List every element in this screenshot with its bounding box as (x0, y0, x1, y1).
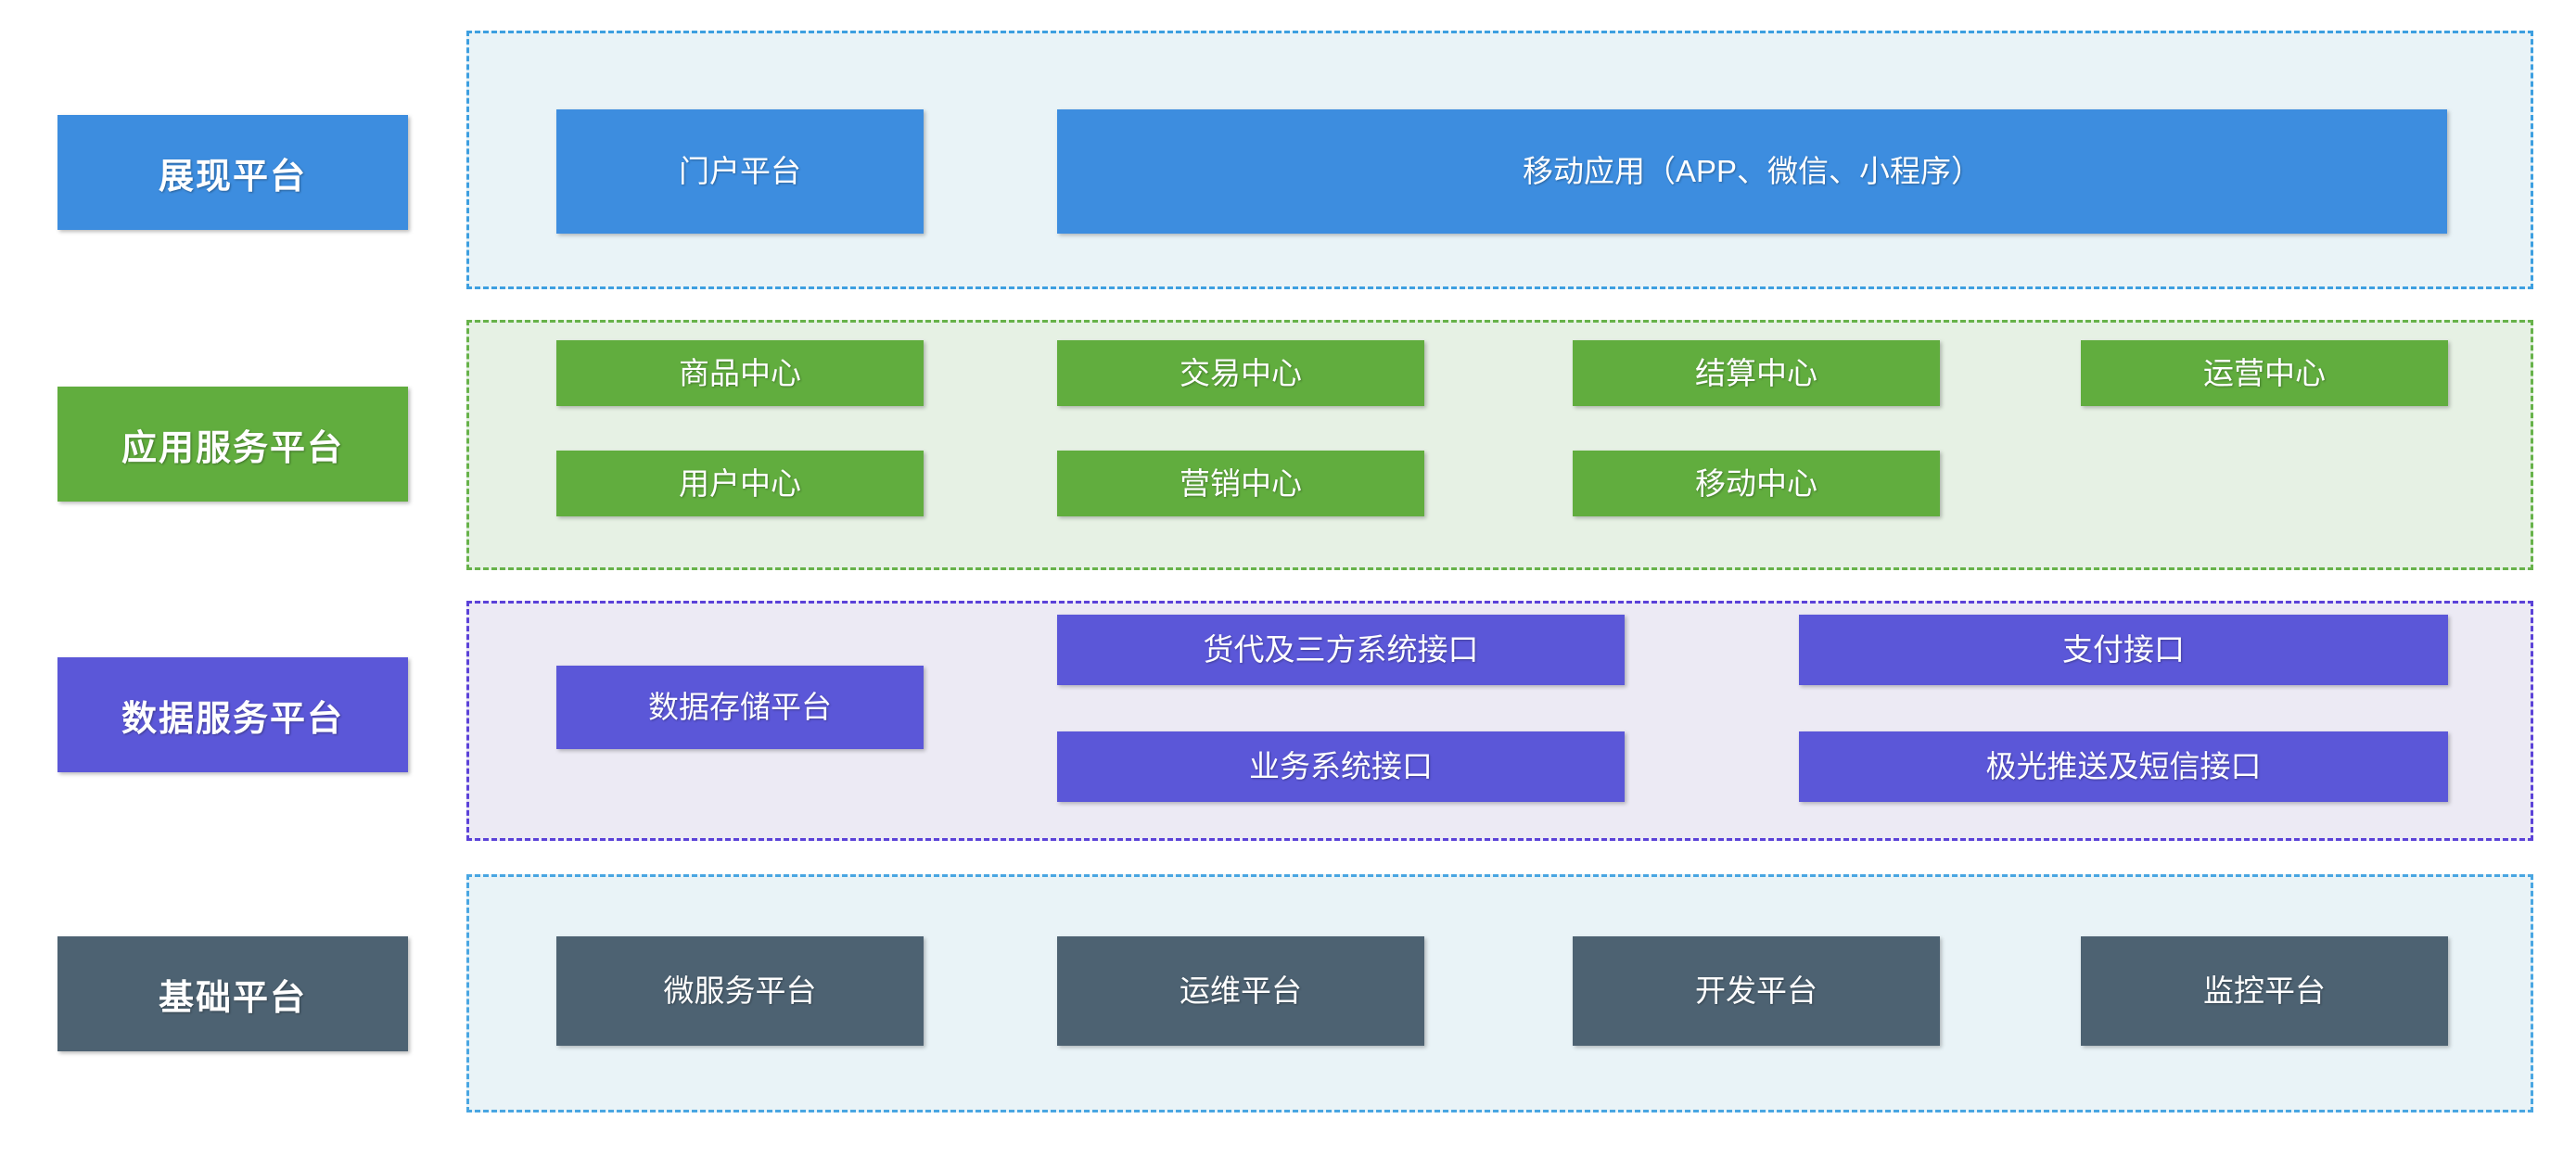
node-development-platform[interactable]: 开发平台 (1573, 936, 1940, 1046)
node-settlement-center[interactable]: 结算中心 (1573, 340, 1940, 406)
node-operations-platform[interactable]: 运维平台 (1057, 936, 1424, 1046)
tier-label-presentation: 展现平台 (57, 115, 408, 230)
tier-label-application-service: 应用服务平台 (57, 387, 408, 502)
tier-label-data-service: 数据服务平台 (57, 657, 408, 772)
node-transaction-center[interactable]: 交易中心 (1057, 340, 1424, 406)
node-operation-center[interactable]: 运营中心 (2081, 340, 2448, 406)
node-mobile-applications[interactable]: 移动应用（APP、微信、小程序） (1057, 109, 2447, 234)
node-jpush-sms-interface[interactable]: 极光推送及短信接口 (1799, 731, 2448, 802)
node-business-system-interface[interactable]: 业务系统接口 (1057, 731, 1625, 802)
node-user-center[interactable]: 用户中心 (556, 451, 924, 516)
node-freight-third-party-interface[interactable]: 货代及三方系统接口 (1057, 615, 1625, 685)
node-monitoring-platform[interactable]: 监控平台 (2081, 936, 2448, 1046)
node-mobile-center[interactable]: 移动中心 (1573, 451, 1940, 516)
node-payment-interface[interactable]: 支付接口 (1799, 615, 2448, 685)
node-microservice-platform[interactable]: 微服务平台 (556, 936, 924, 1046)
node-marketing-center[interactable]: 营销中心 (1057, 451, 1424, 516)
node-data-storage-platform[interactable]: 数据存储平台 (556, 666, 924, 749)
node-portal-platform[interactable]: 门户平台 (556, 109, 924, 234)
tier-label-infrastructure: 基础平台 (57, 936, 408, 1051)
node-product-center[interactable]: 商品中心 (556, 340, 924, 406)
